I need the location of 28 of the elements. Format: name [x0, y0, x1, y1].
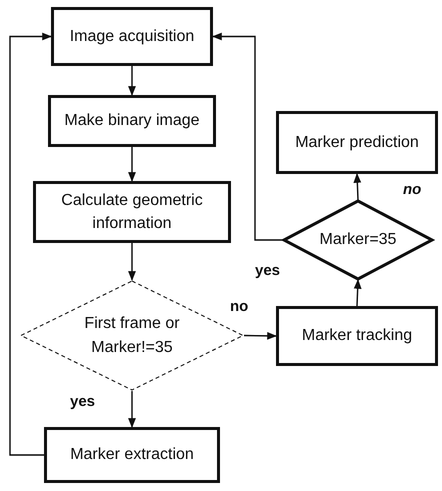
node-text: Marker=35 — [320, 230, 396, 250]
arrow — [244, 332, 277, 340]
process-box — [276, 111, 438, 174]
node-text: Calculate geometric information — [60, 190, 204, 234]
process-box — [51, 7, 213, 66]
process-box — [44, 427, 220, 483]
arrow — [128, 66, 136, 96]
edge-label: no — [230, 298, 248, 315]
edge-label: yes — [70, 393, 96, 410]
arrow — [212, 32, 283, 241]
decision-diamond — [283, 200, 433, 280]
edge-label: no — [403, 181, 422, 198]
arrow — [9, 32, 52, 456]
node-text: Make binary image — [64, 111, 200, 132]
process-box — [48, 95, 216, 147]
node-text: Image acquisition — [70, 26, 194, 47]
arrow — [353, 173, 362, 200]
arrow — [128, 243, 136, 281]
process-box — [33, 181, 231, 243]
arrow — [128, 391, 136, 428]
node-text: Marker tracking — [302, 326, 412, 346]
node-text: Marker extraction — [70, 445, 194, 466]
node-text: First frame or Marker!=35 — [83, 314, 181, 358]
arrow — [354, 279, 362, 306]
process-box — [276, 306, 438, 366]
edge-label: yes — [255, 262, 280, 279]
arrow — [128, 147, 136, 182]
node-text: Marker prediction — [295, 132, 419, 153]
